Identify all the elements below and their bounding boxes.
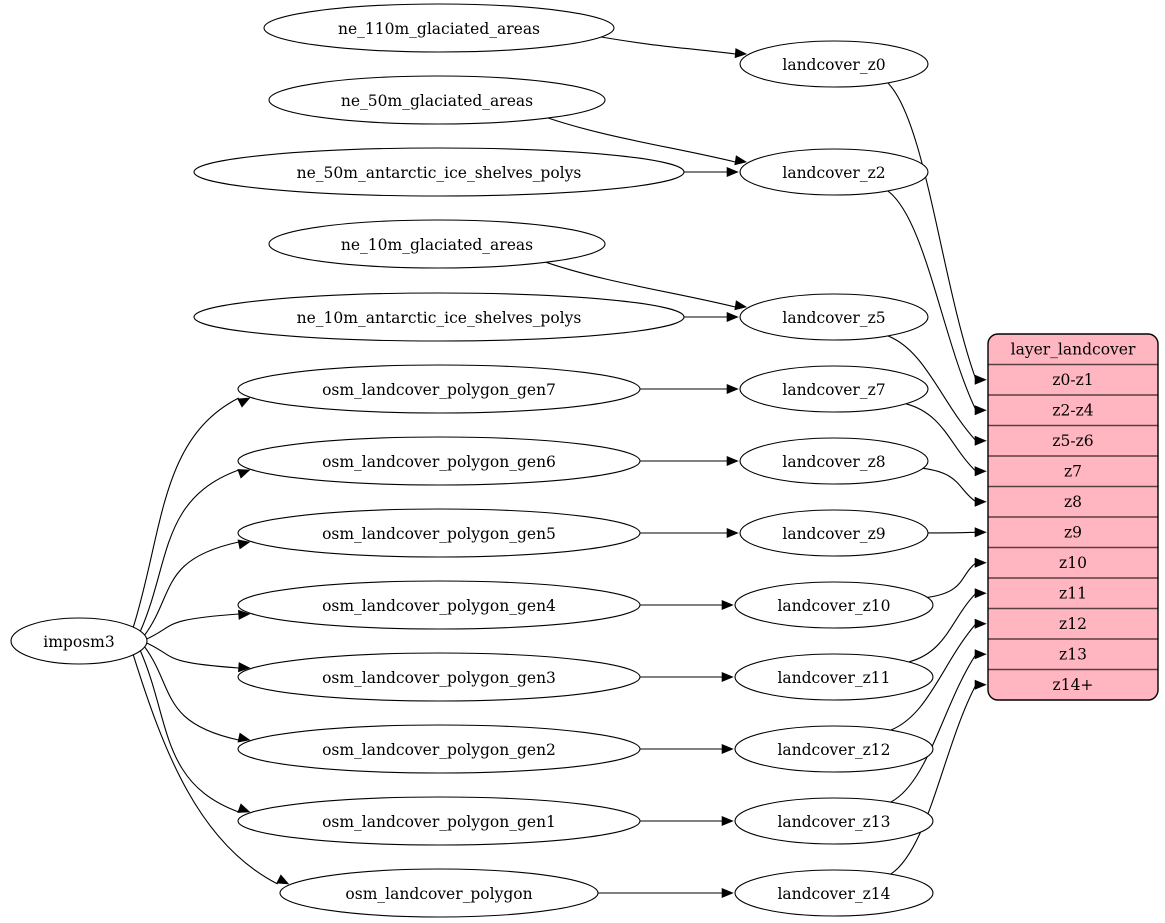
node-label-landcover_z10: landcover_z10 (777, 597, 890, 615)
edge-ne_50m_glaciated_areas-to-landcover_z2 (547, 117, 748, 166)
node-label-osm_landcover_polygon_gen5: osm_landcover_polygon_gen5 (322, 525, 556, 543)
edge-landcover_z7-to-z7 (905, 403, 987, 477)
edge-landcover_z2-to-z2_z4 (887, 190, 987, 416)
edge-osm_landcover_polygon_gen6-to-landcover_z8 (640, 455, 739, 467)
edge-osm_landcover_polygon_gen4-to-landcover_z10 (640, 599, 734, 611)
node-imposm3[interactable]: imposm3 (10, 617, 148, 665)
edge-landcover_z0-to-z0_z1 (887, 82, 987, 385)
node-label-landcover_z0: landcover_z0 (782, 56, 885, 74)
edge-ne_10m_glaciated_areas-to-landcover_z5 (545, 261, 748, 311)
table-row-z2_z4[interactable]: z2-z4 (1052, 401, 1093, 419)
node-label-landcover_z9: landcover_z9 (782, 525, 885, 543)
edge-osm_landcover_polygon_gen7-to-landcover_z7 (640, 383, 739, 395)
node-label-landcover_z12: landcover_z12 (777, 741, 890, 759)
node-landcover_z5[interactable]: landcover_z5 (739, 293, 929, 341)
node-landcover_z9[interactable]: landcover_z9 (739, 509, 929, 557)
node-label-landcover_z7: landcover_z7 (782, 381, 885, 399)
node-landcover_z0[interactable]: landcover_z0 (739, 40, 929, 88)
node-label-osm_landcover_polygon: osm_landcover_polygon (345, 885, 532, 903)
edge-landcover_z10-to-z10 (927, 557, 987, 598)
node-ne_50m_antarctic_ice_shelves_polys[interactable]: ne_50m_antarctic_ice_shelves_polys (193, 147, 685, 197)
table-row-z10[interactable]: z10 (1059, 554, 1087, 572)
node-label-landcover_z5: landcover_z5 (782, 309, 885, 327)
node-landcover_z11[interactable]: landcover_z11 (734, 653, 934, 701)
edge-imposm3-to-osm_landcover_polygon_gen6 (139, 469, 251, 632)
node-landcover_z14[interactable]: landcover_z14 (734, 869, 934, 917)
edge-imposm3-to-osm_landcover_polygon_gen3 (146, 642, 251, 673)
node-osm_landcover_polygon_gen6[interactable]: osm_landcover_polygon_gen6 (237, 436, 641, 486)
node-label-landcover_z13: landcover_z13 (777, 813, 890, 831)
edge-imposm3-to-osm_landcover_polygon_gen7 (132, 397, 251, 628)
table-row-z13[interactable]: z13 (1059, 645, 1087, 663)
node-landcover_z12[interactable]: landcover_z12 (734, 725, 934, 773)
table-body (988, 334, 1158, 700)
node-label-ne_10m_antarctic_ice_shelves_polys: ne_10m_antarctic_ice_shelves_polys (297, 309, 582, 327)
edge-landcover_z9-to-z9 (927, 527, 987, 538)
edge-imposm3-to-osm_landcover_polygon_gen1 (139, 650, 251, 813)
edges-layer (132, 36, 987, 899)
edge-landcover_z13-to-z13 (890, 649, 987, 803)
node-label-ne_50m_glaciated_areas: ne_50m_glaciated_areas (341, 92, 533, 110)
edge-imposm3-to-osm_landcover_polygon (132, 654, 290, 885)
node-label-ne_110m_glaciated_areas: ne_110m_glaciated_areas (338, 20, 540, 38)
edge-osm_landcover_polygon_gen1-to-landcover_z13 (640, 815, 734, 827)
table-header-label: layer_landcover (1011, 340, 1136, 358)
node-label-osm_landcover_polygon_gen4: osm_landcover_polygon_gen4 (322, 597, 556, 615)
node-osm_landcover_polygon_gen7[interactable]: osm_landcover_polygon_gen7 (237, 364, 641, 414)
node-landcover_z2[interactable]: landcover_z2 (739, 148, 929, 196)
edge-ne_10m_antarctic_ice_shelves_polys-to-landcover_z5 (684, 311, 739, 323)
table-row-z12[interactable]: z12 (1059, 615, 1087, 633)
table-row-z0_z1[interactable]: z0-z1 (1052, 371, 1093, 389)
node-ne_10m_antarctic_ice_shelves_polys[interactable]: ne_10m_antarctic_ice_shelves_polys (193, 292, 685, 342)
edge-imposm3-to-osm_landcover_polygon_gen2 (144, 646, 251, 743)
edge-landcover_z11-to-z11 (908, 588, 987, 663)
node-label-osm_landcover_polygon_gen2: osm_landcover_polygon_gen2 (322, 741, 556, 759)
edge-imposm3-to-osm_landcover_polygon_gen4 (146, 609, 251, 640)
node-label-osm_landcover_polygon_gen7: osm_landcover_polygon_gen7 (322, 381, 556, 399)
node-label-landcover_z2: landcover_z2 (782, 164, 885, 182)
node-osm_landcover_polygon_gen3[interactable]: osm_landcover_polygon_gen3 (237, 652, 641, 702)
edge-osm_landcover_polygon_gen5-to-landcover_z9 (640, 527, 739, 539)
node-osm_landcover_polygon_gen2[interactable]: osm_landcover_polygon_gen2 (237, 724, 641, 774)
table-row-z5_z6[interactable]: z5-z6 (1052, 432, 1093, 450)
table-row-z9[interactable]: z9 (1064, 523, 1082, 541)
node-osm_landcover_polygon_gen1[interactable]: osm_landcover_polygon_gen1 (237, 796, 641, 846)
node-ne_110m_glaciated_areas[interactable]: ne_110m_glaciated_areas (263, 3, 615, 53)
edge-ne_110m_glaciated_areas-to-landcover_z0 (601, 36, 748, 59)
table-layer: layer_landcover z0-z1 z2-z4 z5-z6 z7 z8 z9 z10 z… (987, 333, 1159, 701)
edge-osm_landcover_polygon_gen3-to-landcover_z11 (640, 671, 734, 683)
node-label-landcover_z8: landcover_z8 (782, 453, 885, 471)
node-landcover_z13[interactable]: landcover_z13 (734, 797, 934, 845)
node-osm_landcover_polygon_gen4[interactable]: osm_landcover_polygon_gen4 (237, 580, 641, 630)
table-row-z8[interactable]: z8 (1064, 493, 1082, 511)
node-landcover_z8[interactable]: landcover_z8 (739, 437, 929, 485)
node-label-osm_landcover_polygon_gen6: osm_landcover_polygon_gen6 (322, 453, 556, 471)
edge-osm_landcover_polygon-to-landcover_z14 (598, 887, 734, 899)
node-label-ne_50m_antarctic_ice_shelves_polys: ne_50m_antarctic_ice_shelves_polys (297, 164, 582, 182)
edge-landcover_z5-to-z5_z6 (887, 335, 987, 446)
nodes-layer: imposm3 ne_110m_glaciated_areas ne_50m_gla… (10, 3, 934, 918)
node-label-landcover_z11: landcover_z11 (777, 669, 890, 687)
table-row-z14plus[interactable]: z14+ (1053, 676, 1094, 694)
node-ne_10m_glaciated_areas[interactable]: ne_10m_glaciated_areas (268, 219, 606, 269)
node-landcover_z7[interactable]: landcover_z7 (739, 365, 929, 413)
edge-landcover_z14-to-z14plus (890, 679, 987, 875)
edge-imposm3-to-osm_landcover_polygon_gen5 (144, 539, 251, 636)
node-ne_50m_glaciated_areas[interactable]: ne_50m_glaciated_areas (268, 75, 606, 125)
node-osm_landcover_polygon_gen5[interactable]: osm_landcover_polygon_gen5 (237, 508, 641, 558)
node-label-osm_landcover_polygon_gen3: osm_landcover_polygon_gen3 (322, 669, 556, 687)
edge-landcover_z12-to-z12 (890, 618, 987, 731)
node-label-osm_landcover_polygon_gen1: osm_landcover_polygon_gen1 (322, 813, 556, 831)
node-label-ne_10m_glaciated_areas: ne_10m_glaciated_areas (341, 236, 533, 254)
table-row-z7[interactable]: z7 (1064, 462, 1082, 480)
edge-landcover_z8-to-z8 (923, 467, 987, 507)
node-osm_landcover_polygon[interactable]: osm_landcover_polygon (279, 868, 599, 918)
table-row-z11[interactable]: z11 (1059, 584, 1087, 602)
edge-osm_landcover_polygon_gen2-to-landcover_z12 (640, 743, 734, 755)
node-label-imposm3: imposm3 (43, 633, 114, 651)
node-label-landcover_z14: landcover_z14 (777, 885, 890, 903)
node-landcover_z10[interactable]: landcover_z10 (734, 581, 934, 629)
edge-ne_50m_antarctic_ice_shelves_polys-to-landcover_z2 (684, 166, 739, 178)
